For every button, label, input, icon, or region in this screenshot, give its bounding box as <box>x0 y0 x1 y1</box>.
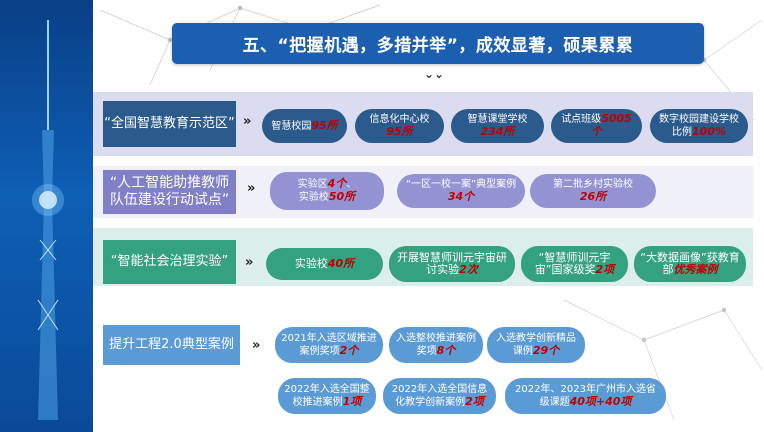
row2-item-3-text: 第二批乡村实验校 <box>553 178 633 190</box>
row1-item-5: 数字校园建设学校比例100% <box>650 109 748 143</box>
row2-item-1-value-b: 50所 <box>328 190 356 203</box>
row1-item-3-text: 智慧课堂学校 <box>467 113 528 125</box>
row2-item-2-value: 34个 <box>447 189 475 203</box>
row3-item-2-value: 2次 <box>459 263 478 276</box>
left-decorative-strip <box>0 0 93 432</box>
row4-item-1: 2021年入选区域推进案例奖项2个 <box>275 327 383 363</box>
row3-item-1-value: 40所 <box>327 257 355 270</box>
row4-item-2-value: 8个 <box>436 343 456 357</box>
row2-item-2: “一区一校一案”典型案例34个 <box>397 174 525 208</box>
double-arrow-icon: » <box>243 114 252 129</box>
row2-item-1-value-a: 4个 <box>327 177 347 190</box>
row3-label: “智能社会治理实验” <box>103 240 236 284</box>
row3-item-3-text: “智慧师训元宇宙”国家级奖 <box>534 251 611 276</box>
page-title-banner: 五、“把握机遇，多措并举”，成效显著，硕果累累 <box>172 23 704 64</box>
row4-item-2-text: 入选整校推进案例奖项 <box>396 332 476 357</box>
canton-tower-illustration <box>32 20 64 420</box>
page-title: 五、“把握机遇，多措并举”，成效显著，硕果累累 <box>242 36 634 56</box>
row3-item-2-text: 开展智慧师训元宇宙研讨实验 <box>397 251 507 276</box>
row4-item-5: 2022年入选全国信息化教学创新案例2项 <box>383 378 496 414</box>
row1-item-3-value: 234所 <box>480 124 515 138</box>
row4-item-3-text: 入选教学创新精品课例 <box>496 332 576 357</box>
row2-item-2-text: “一区一校一案”典型案例 <box>405 178 517 190</box>
row1-item-2-value: 95所 <box>386 124 413 138</box>
row2-label: “人工智能助推教师队伍建设行动试点” <box>103 170 236 214</box>
row3-item-3: “智慧师训元宇宙”国家级奖2项 <box>521 246 628 282</box>
row4-item-4: 2022年入选全国整校推进案例1项 <box>278 378 376 414</box>
row4-item-3: 入选教学创新精品课例29个 <box>487 327 585 363</box>
chevron-down-icon: ⌄⌄ <box>424 67 445 81</box>
row1-label: “全国智慧教育示范区” <box>103 101 236 147</box>
row1-item-5-value: 100% <box>692 124 726 138</box>
row2-item-1-text-a: 实验区 <box>297 179 328 190</box>
row3-item-3-value: 2项 <box>595 263 615 276</box>
row3-item-2: 开展智慧师训元宇宙研讨实验2次 <box>389 246 515 282</box>
row4-item-5-text: 2022年入选全国信息化教学创新案例 <box>391 383 488 408</box>
row2-item-3-value: 26所 <box>579 189 607 203</box>
row3-item-4-text: “大数据画像”获教育部 <box>640 251 740 276</box>
row1-item-1: 智慧校园95所 <box>262 109 347 143</box>
row4-item-6-value: 40项+40项 <box>569 394 632 408</box>
row4-item-3-value: 29个 <box>532 343 560 357</box>
row3-item-4-value: 优秀案例 <box>673 263 718 276</box>
row4-item-2: 入选整校推进案例奖项8个 <box>389 327 483 363</box>
double-arrow-icon: » <box>245 255 254 270</box>
row2-item-1-text-b: 实验校 <box>298 192 329 203</box>
row1-item-4-text: 试点班级 <box>561 114 602 125</box>
row1-item-4-value: 5005个 <box>591 112 632 138</box>
row4-label: 提升工程2.0典型案例 <box>103 325 240 365</box>
row1-item-5-text: 数字校园建设学校比例 <box>659 113 739 138</box>
row1-item-1-value: 95所 <box>311 118 338 132</box>
row4-item-4-text: 2022年入选全国整校推进案例 <box>284 383 370 408</box>
row2-item-1: 实验区4个、实验校50所 <box>270 172 384 210</box>
row4-item-6-text: 2022年、2023年广州市入选省级课题 <box>515 383 656 408</box>
row1-item-1-text: 智慧校园 <box>271 120 312 132</box>
row4-item-4-value: 1项 <box>342 394 362 408</box>
row2-item-1-separator: 、 <box>346 179 357 190</box>
double-arrow-icon: » <box>252 338 261 353</box>
row3-item-1: 实验校40所 <box>266 248 383 280</box>
row4-item-5-value: 2项 <box>465 394 484 408</box>
row3-item-4: “大数据画像”获教育部优秀案例 <box>634 246 746 282</box>
row4-item-6: 2022年、2023年广州市入选省级课题40项+40项 <box>505 378 666 414</box>
row1-item-4: 试点班级5005个 <box>551 109 642 143</box>
row4-item-1-text: 2021年入选区域推进案例奖项 <box>281 332 377 357</box>
row4-item-1-value: 2个 <box>339 343 359 357</box>
row1-item-2-text: 信息化中心校 <box>369 113 430 125</box>
row3-item-1-text: 实验校 <box>294 257 328 270</box>
double-arrow-icon: » <box>247 181 256 196</box>
network-mesh-decoration-right <box>563 19 763 421</box>
